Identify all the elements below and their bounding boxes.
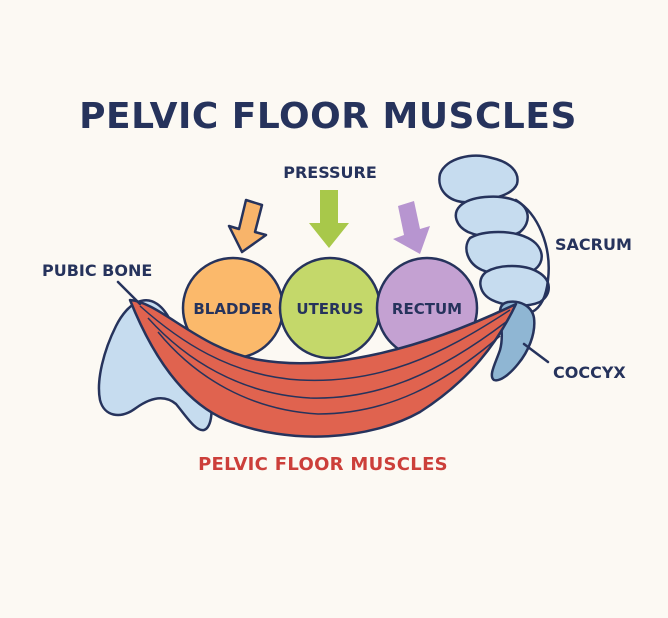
muscle-icon	[128, 298, 518, 438]
rectum-label: RECTUM	[392, 300, 462, 318]
sacrum-label: SACRUM	[555, 235, 632, 254]
sacrum-icon	[438, 154, 550, 314]
coccyx-label: COCCYX	[553, 363, 626, 382]
uterus: UTERUS	[278, 256, 382, 360]
pressure-arrow-icon-bladder	[227, 198, 268, 254]
pressure-arrow-icon-rectum	[393, 201, 430, 254]
bladder: BLADDER	[181, 256, 285, 360]
pressure-label: PRESSURE	[283, 163, 377, 182]
pressure-arrow-icon-uterus	[309, 190, 349, 248]
coccyx-callout	[522, 342, 550, 364]
uterus-label: UTERUS	[296, 300, 363, 318]
pubic-bone-label: PUBIC BONE	[42, 261, 152, 280]
bladder-label: BLADDER	[193, 300, 273, 318]
page-title: PELVIC FLOOR MUSCLES	[79, 96, 577, 137]
pubic-bone-callout	[116, 280, 142, 306]
muscle-label: PELVIC FLOOR MUSCLES	[198, 454, 448, 475]
